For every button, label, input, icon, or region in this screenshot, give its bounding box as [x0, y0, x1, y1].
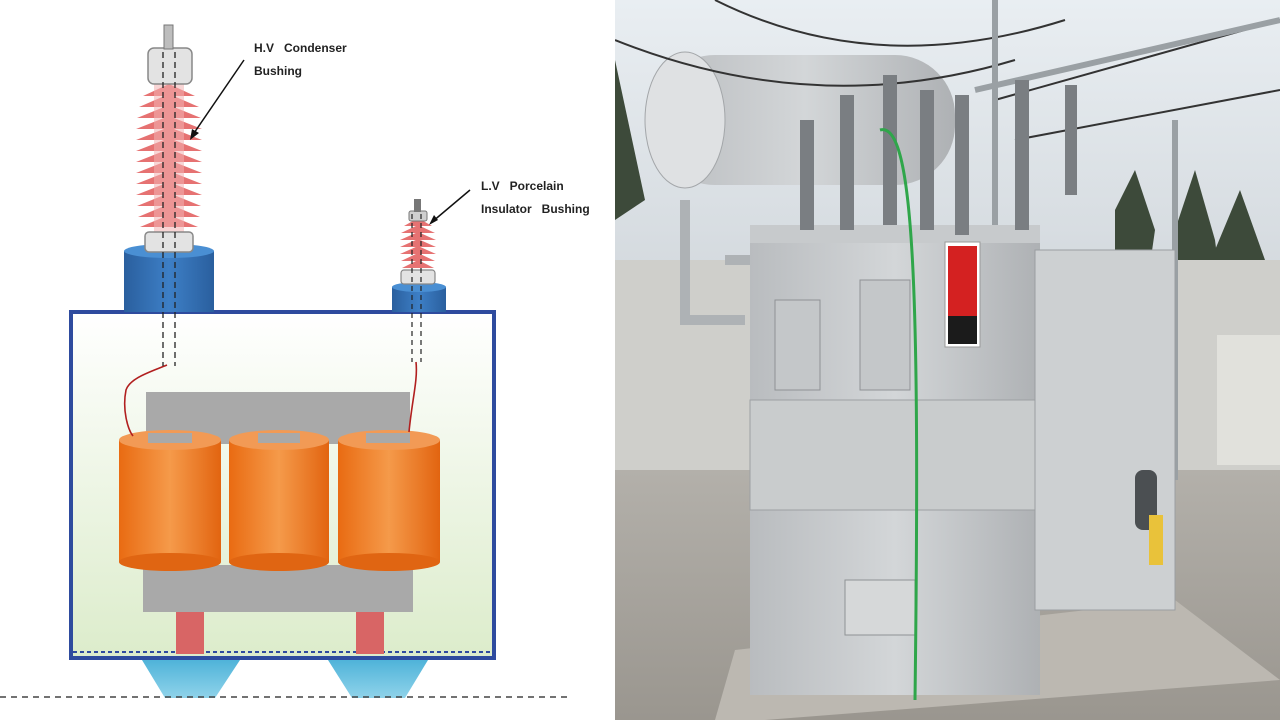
shed: [1217, 335, 1280, 465]
hv-bushing-label-line2: Bushing: [254, 64, 302, 78]
hv-callout-arrow: [190, 59, 245, 140]
winding-right: [338, 430, 440, 571]
control-cabinet: [1034, 249, 1176, 611]
lv-bushing-label-line2: Insulator Bushing: [481, 202, 590, 216]
tank-foot-right: [328, 660, 428, 698]
core-support-right: [356, 610, 384, 654]
schematic-svg: H.V Condenser Bushing L.V Porcelain Insu…: [0, 24, 590, 698]
hv-bushing-base: [124, 244, 214, 312]
lv-lead-wire: [408, 361, 418, 433]
lv-bushing-label-line1: L.V Porcelain: [481, 179, 564, 193]
hv-bushing-collar: [144, 231, 194, 253]
manufacturer-logo: [944, 241, 981, 348]
core-bottom-yoke: [143, 565, 413, 612]
hv-bushing-core: [154, 84, 184, 234]
transformer-main-tank: [749, 225, 1041, 695]
lv-bushing-collar: [400, 269, 436, 285]
hv-lead-wire: [123, 364, 168, 437]
winding-middle: [229, 430, 329, 571]
hv-bushing-terminal: [163, 24, 174, 50]
hv-bushing-cap: [147, 47, 193, 85]
photo-svg: [615, 0, 1280, 720]
lv-callout-arrow: [429, 189, 471, 225]
tank-foot-left: [142, 660, 240, 698]
power-transformer-photo: [615, 0, 1280, 720]
lv-bushing-terminal: [414, 199, 421, 212]
lv-bushing-fins: [400, 218, 436, 268]
transformer-schematic: H.V Condenser Bushing L.V Porcelain Insu…: [0, 0, 615, 720]
winding-left: [119, 430, 221, 571]
lv-bushing-base: [392, 282, 446, 312]
ground-wire: [879, 128, 919, 701]
pipes: [680, 200, 750, 325]
core-support-left: [176, 610, 204, 654]
photo-bushings: [800, 75, 1077, 235]
hv-bushing-label-line1: H.V Condenser: [254, 41, 347, 55]
